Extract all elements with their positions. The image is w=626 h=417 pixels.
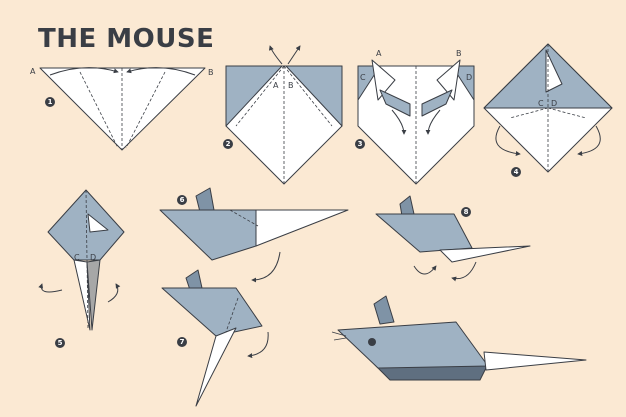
svg-text:6: 6 [180,196,185,204]
step-5-badge: 5 [55,338,65,348]
step-1-figure: A B 1 [30,67,214,151]
step-6-figure: 6 [159,187,349,283]
step-2-label-b: B [288,81,294,90]
step-4-figure: C D 4 [483,43,613,177]
step-6-badge: 6 [177,195,187,205]
step-1-label-b: B [208,68,214,77]
step-5-label-c: C [74,253,80,262]
svg-text:8: 8 [464,208,469,216]
step-4-label-c: C [538,99,544,108]
step-8-figure: 8 [375,195,531,282]
step-1-label-a: A [30,67,36,76]
final-ear [373,295,395,325]
step-3-label-d: D [466,73,472,82]
step-3-ear-left [371,59,396,101]
step-2-label-a: A [273,81,279,90]
svg-text:5: 5 [58,339,63,347]
step-7-tail [195,327,237,407]
svg-text:7: 7 [180,338,185,346]
step-5-left-flap [73,259,91,331]
step-4-label-d: D [551,99,557,108]
final-eye [368,338,376,346]
step-5-figure: C D 5 [38,189,125,348]
step-6-tail [255,209,349,247]
step-8-body [375,213,473,253]
step-7-body [161,287,263,337]
step-4-badge: 4 [511,167,521,177]
step-2-flap-right [285,65,343,127]
finished-mouse [331,295,587,381]
step-5-label-d: D [90,253,96,262]
svg-text:1: 1 [48,98,53,106]
step-8-tail [439,245,531,263]
step-5-right-flap [86,259,101,331]
step-2-flap-left [225,65,283,127]
step-2-badge: 2 [223,139,233,149]
final-body [337,321,489,369]
step-3-label-a: A [376,49,382,58]
step-7-figure: 7 [161,269,269,407]
step-1-badge: 1 [45,97,55,107]
svg-text:3: 3 [358,140,363,148]
step-3-label-c: C [360,73,366,82]
step-1-triangle [39,67,206,151]
svg-text:2: 2 [226,140,231,148]
step-7-badge: 7 [177,337,187,347]
step-3-ear-right [436,59,461,101]
step-8-badge: 8 [461,207,471,217]
final-tail [483,351,587,371]
step-2-figure: A B 2 [223,45,343,185]
step-3-label-b: B [456,49,462,58]
step-3-figure: A B C D 3 [355,49,475,185]
step-6-body [159,209,257,261]
step-3-badge: 3 [355,139,365,149]
page-title: THE MOUSE [38,24,215,54]
svg-text:4: 4 [514,168,519,176]
